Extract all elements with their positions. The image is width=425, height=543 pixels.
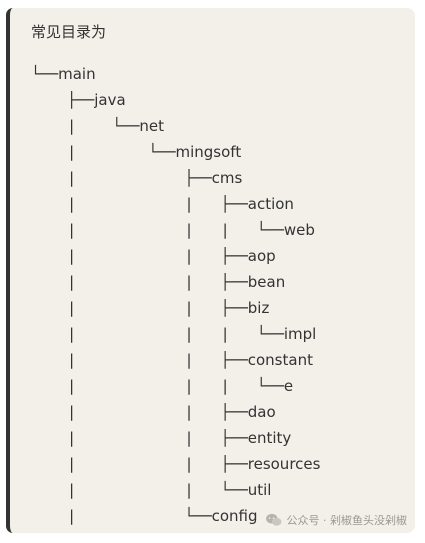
tree-line: | | ├──action (31, 191, 294, 217)
tree-branch: | | ├── (31, 299, 248, 317)
directory-tree: └──main ├──java | └──net | └──mingsoft |… (10, 8, 415, 533)
watermark: 公众号 · 剁椒鱼头没剁椒 (265, 512, 408, 528)
tree-branch: | | ├── (31, 273, 248, 291)
tree-branch: | ├── (31, 169, 212, 187)
tree-branch: | | └── (31, 481, 248, 499)
tree-line: | | ├──biz (31, 295, 269, 321)
tree-line: | └──config (31, 503, 258, 529)
code-block-card: 常见目录为 └──main ├──java | └──net | └──ming… (6, 8, 415, 533)
tree-line: | ├──cms (31, 165, 242, 191)
tree-line: | | ├──aop (31, 243, 276, 269)
tree-node-label: bean (247, 273, 286, 291)
tree-node-label: aop (247, 247, 276, 265)
tree-branch: └── (31, 65, 59, 83)
tree-line: | | ├──constant (31, 347, 313, 373)
tree-node-label: java (94, 91, 126, 109)
tree-node-label: impl (283, 325, 317, 343)
tree-node-label: constant (247, 351, 313, 369)
tree-line: | └──net (31, 113, 164, 139)
tree-branch: | | ├── (31, 247, 248, 265)
tree-node-label: entity (247, 429, 292, 447)
tree-line: └──main (31, 61, 96, 87)
tree-line: | └──mingsoft (31, 139, 241, 165)
tree-line: | | ├──dao (31, 399, 276, 425)
tree-node-label: cms (211, 169, 243, 187)
block-title: 常见目录为 (31, 23, 107, 41)
tree-line: | | | └──web (31, 217, 315, 243)
tree-branch: | | | └── (31, 325, 284, 343)
tree-branch: ├── (31, 91, 95, 109)
tree-branch: | └── (31, 143, 176, 161)
tree-line: | | ├──entity (31, 425, 291, 451)
tree-line: | | └──util (31, 477, 271, 503)
tree-node-label: mingsoft (175, 143, 242, 161)
tree-line: | | | └──impl (31, 321, 316, 347)
tree-branch: | └── (31, 117, 140, 135)
tree-branch: | | ├── (31, 351, 248, 369)
tree-node-label: net (139, 117, 164, 135)
tree-branch: | | ├── (31, 455, 248, 473)
wechat-icon (265, 513, 283, 527)
tree-branch: | | | └── (31, 221, 284, 239)
tree-branch: | | ├── (31, 429, 248, 447)
watermark-text: 公众号 · 剁椒鱼头没剁椒 (286, 514, 408, 527)
tree-line: | | | └──e (31, 373, 293, 399)
tree-line: ├──java (31, 87, 126, 113)
tree-node-label: biz (247, 299, 270, 317)
tree-node-label: action (247, 195, 294, 213)
tree-node-label: e (283, 377, 294, 395)
tree-node-label: config (211, 507, 258, 525)
tree-node-label: util (247, 481, 272, 499)
tree-node-label: main (58, 65, 96, 83)
tree-branch: | | ├── (31, 195, 248, 213)
tree-line: | | ├──resources (31, 451, 320, 477)
tree-node-label: web (283, 221, 315, 239)
tree-branch: | | ├── (31, 403, 248, 421)
tree-line: | | ├──bean (31, 269, 285, 295)
tree-node-label: resources (247, 455, 321, 473)
tree-node-label: dao (247, 403, 276, 421)
tree-branch: | └── (31, 507, 212, 525)
tree-branch: | | | └── (31, 377, 284, 395)
